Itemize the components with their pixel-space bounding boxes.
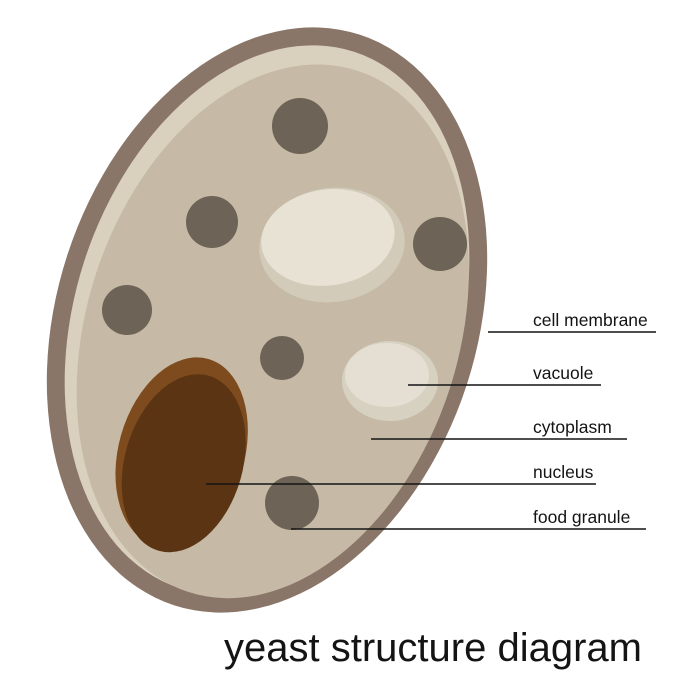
cell-membrane-label: cell membrane xyxy=(533,310,648,330)
labels: cell membrane vacuole cytoplasm nucleus … xyxy=(533,310,648,527)
food-granules xyxy=(102,98,467,530)
food-granule-label: food granule xyxy=(533,507,630,527)
food-granule-shape xyxy=(265,476,319,530)
food-granule-shape xyxy=(413,217,467,271)
food-granule-shape xyxy=(272,98,328,154)
leader-lines xyxy=(206,331,656,530)
nucleus-shape xyxy=(121,374,246,553)
small-vacuole-highlight-shape xyxy=(345,343,429,407)
large-vacuole xyxy=(259,187,405,303)
cytoplasm-label: cytoplasm xyxy=(533,417,612,437)
small-vacuole xyxy=(342,341,438,421)
large-vacuole-highlight-shape xyxy=(261,189,395,286)
diagram-title: yeast structure diagram xyxy=(224,626,642,670)
food-granule-shape xyxy=(186,196,238,248)
nucleus-label: nucleus xyxy=(533,462,594,482)
vacuole-label: vacuole xyxy=(533,363,593,383)
cytoplasm-shape xyxy=(76,64,469,599)
nucleus xyxy=(115,357,248,553)
cell-body xyxy=(46,27,488,613)
food-granule-shape xyxy=(260,336,304,380)
food-granule-shape xyxy=(102,285,152,335)
